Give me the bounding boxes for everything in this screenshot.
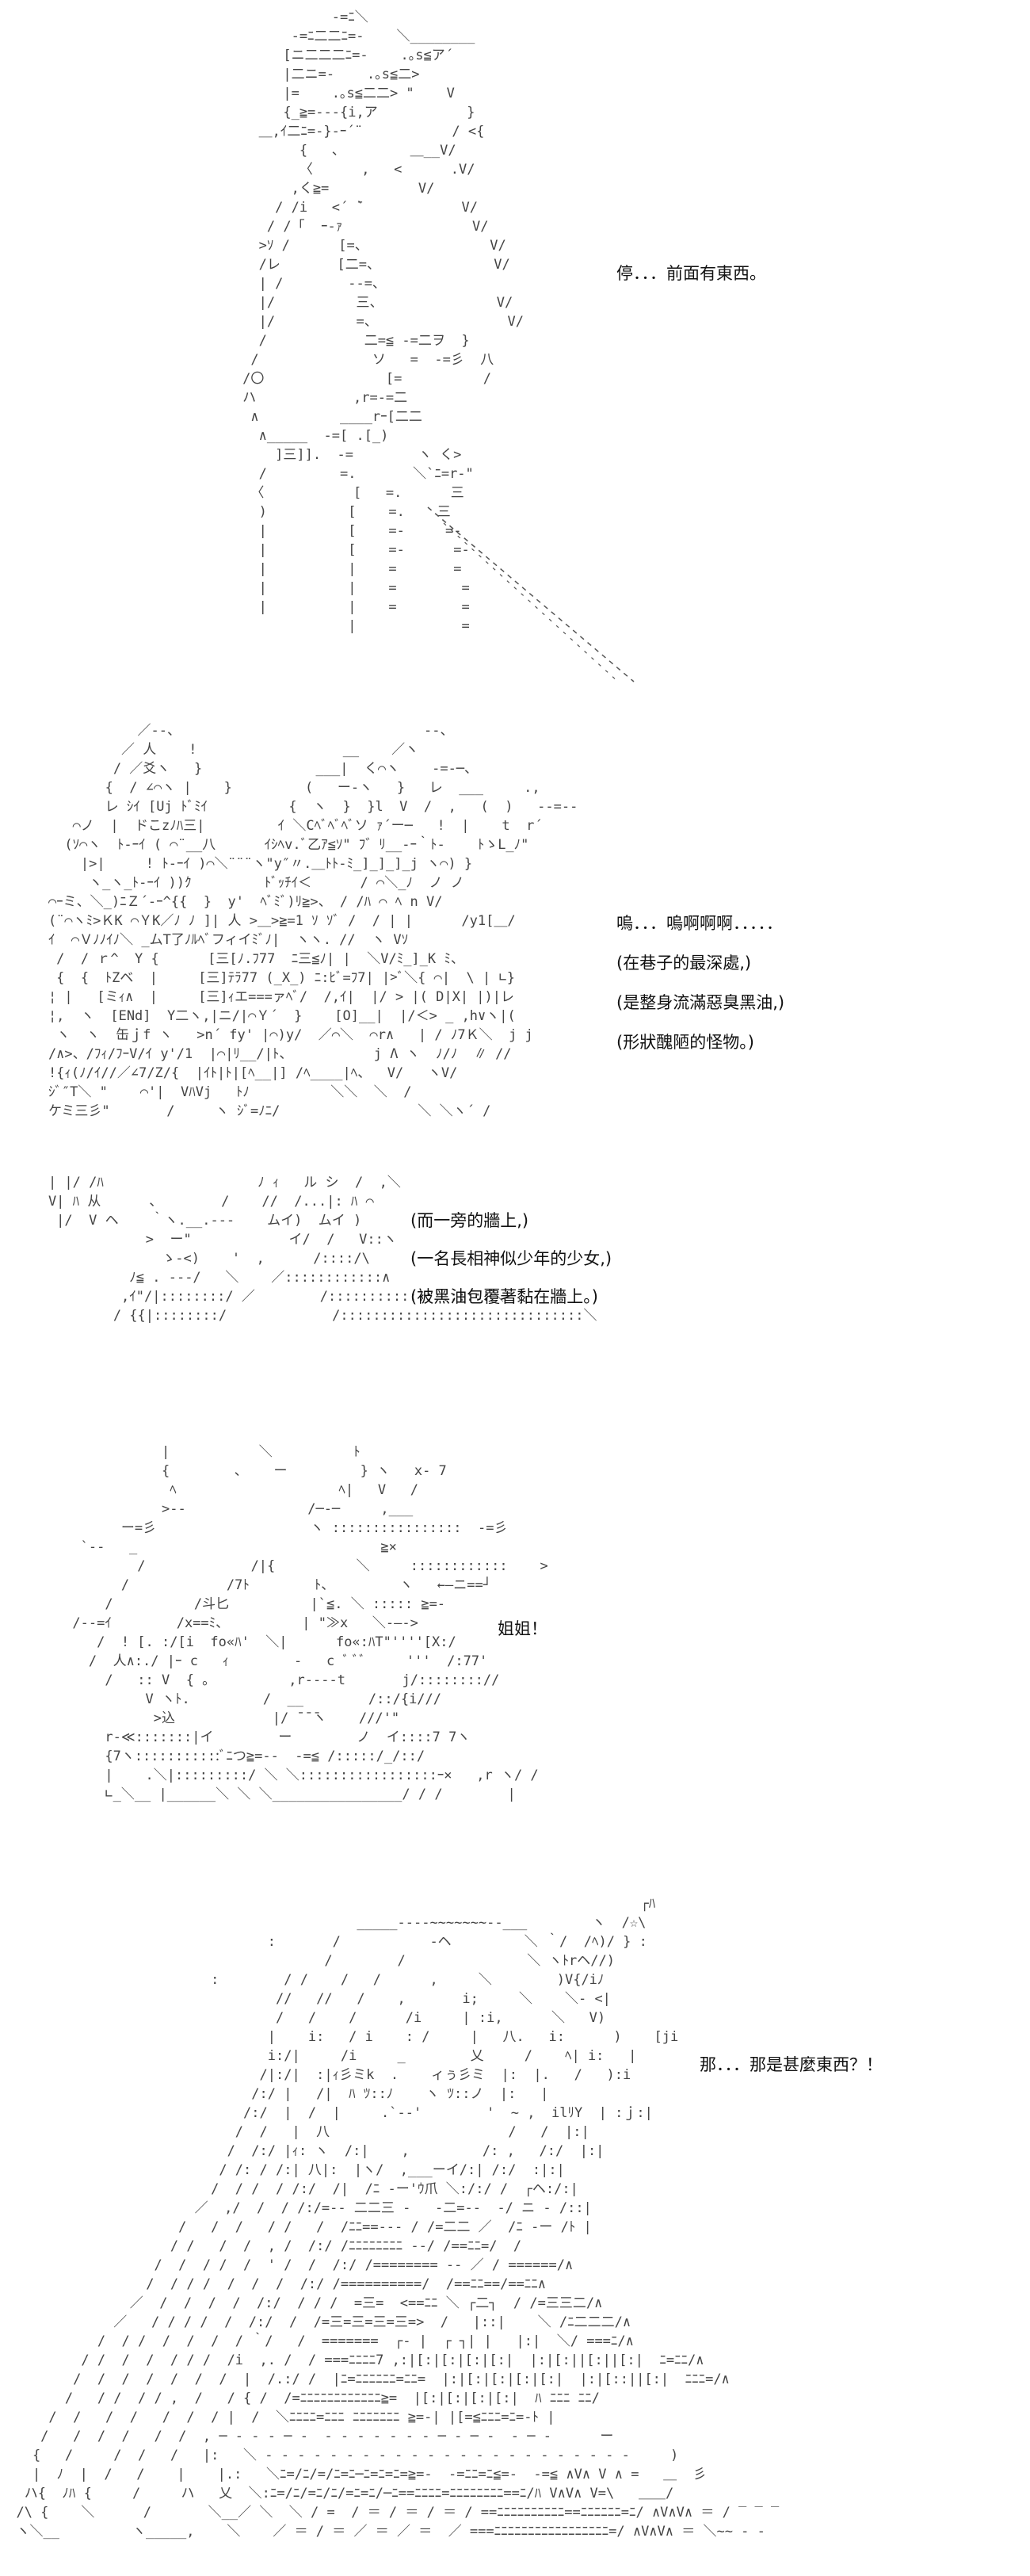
narration-line: (被黑油包覆著黏在牆上。) xyxy=(410,1287,598,1306)
aa-girl-on-wall: | |/ /ﾊ ﾉ ｨ ル シ / ,＼ V| ﾊ 从 ､ / // /...|… xyxy=(48,1175,597,1324)
narration-line: (而一旁的牆上,) xyxy=(410,1211,529,1230)
speed-lines xyxy=(427,506,635,682)
dialogue-line: 停．．．前面有東西。 xyxy=(616,264,766,283)
panel-3: | |/ /ﾊ ﾉ ｨ ル シ / ,＼ V| ﾊ 从 ､ / // /...|… xyxy=(0,1165,1030,1427)
aa-boy-shouting: | ＼ ﾄ { ､ ー } ヽ x‐ 7 ﾍ ﾍ| V / >-‐ /─‐─ ,… xyxy=(72,1444,548,1802)
panel-5: ┌ﾊ _____----~~~~~~~--___ ヽ /☆\ : / ‐ヘ ＼ … xyxy=(0,1894,1030,2576)
aa-man-with-hat: -=ﾆ＼ -=ﾆ二二ﾆ=- ＼________ [ニ二二二ﾆ=- .｡s≦ア´ … xyxy=(242,10,524,634)
aa-long-haired-figure: ┌ﾊ _____----~~~~~~~--___ ヽ /☆\ : / ‐ヘ ＼ … xyxy=(16,1896,780,2540)
narration-stack: (而一旁的牆上,) (一名長相神似少年的少女,) (被黑油包覆著黏在牆上。) xyxy=(410,1209,612,1309)
aa-oil-monster: ／‐‐、 ‐‐、 ／ 人 ! __ ／ヽ / ／爻ヽ } ___| く⌒ヽ ‐=… xyxy=(48,723,578,1119)
panel-2: ／‐‐、 ‐‐、 ／ 人 ! __ ／ヽ / ／爻ヽ } ___| く⌒ヽ ‐=… xyxy=(0,713,1030,1157)
narration-line: (形狀醜陋的怪物。) xyxy=(616,1033,754,1052)
dialogue-line: 姐姐！ xyxy=(498,1619,547,1638)
narration-line: (是整身流滿惡臭黑油,) xyxy=(616,993,785,1012)
panel-1: -=ﾆ＼ -=ﾆ二二ﾆ=- ＼________ [ニ二二二ﾆ=- .｡s≦ア´ … xyxy=(0,0,1030,698)
narration-line: (在巷子的最深處,) xyxy=(616,954,752,973)
dialogue-line: 那．．．那是甚麼東西？！ xyxy=(700,2055,883,2074)
narration-line: (一名長相神似少年的少女,) xyxy=(410,1249,612,1268)
dialogue-line: 嗚．．．嗚啊啊啊．．．．． xyxy=(616,914,783,933)
panel-4: | ＼ ﾄ { ､ ー } ヽ x‐ 7 ﾍ ﾍ| V / >-‐ /─‐─ ,… xyxy=(0,1435,1030,1886)
dialogue-stack: 嗚．．．嗚啊啊啊．．．．． (在巷子的最深處,) (是整身流滿惡臭黑油,) (形… xyxy=(616,912,784,1054)
